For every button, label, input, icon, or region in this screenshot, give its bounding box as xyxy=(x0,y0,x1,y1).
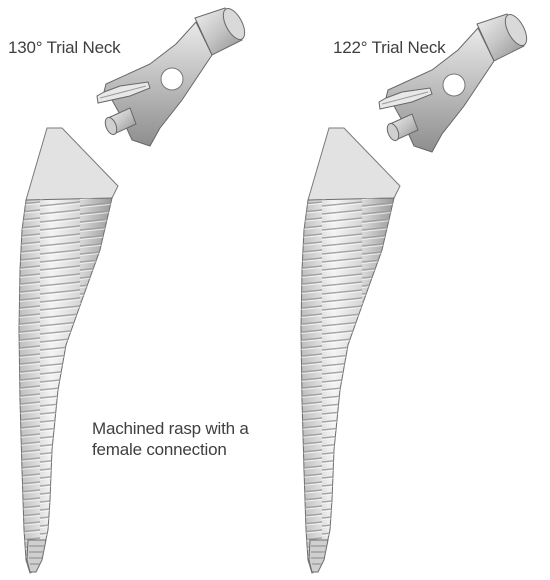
right-trial-neck xyxy=(379,11,531,152)
left-rasp-stem xyxy=(19,128,118,573)
right-rasp-stem xyxy=(301,128,400,573)
label-122-trial-neck: 122° Trial Neck xyxy=(333,37,445,58)
label-rasp-line-1: Machined rasp with a xyxy=(92,418,249,439)
label-130-trial-neck: 130° Trial Neck xyxy=(8,37,120,58)
label-rasp-line-2: female connection xyxy=(92,439,249,460)
left-trial-neck xyxy=(97,5,249,146)
label-machined-rasp: Machined rasp with a female connection xyxy=(92,418,249,460)
